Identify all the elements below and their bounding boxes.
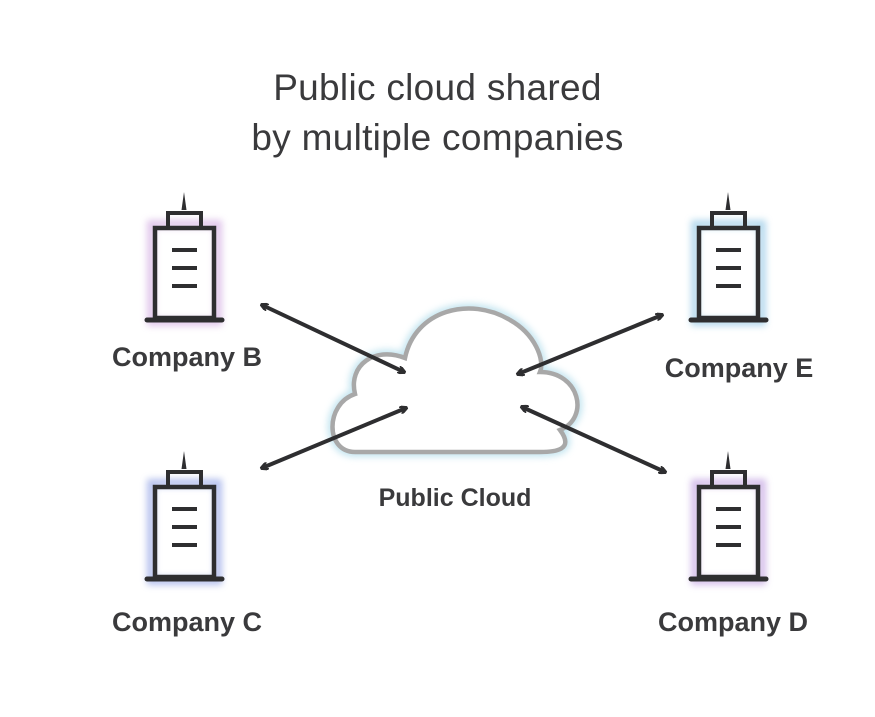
diagram-title-line-1: Public cloud shared [273, 67, 602, 108]
arrow-company-d [522, 407, 665, 472]
company-d-building-icon [691, 451, 766, 585]
diagram-title-line-2: by multiple companies [251, 117, 624, 158]
company-b-label: Company B [112, 342, 262, 372]
arrow-company-c [262, 408, 406, 468]
company-e-label: Company E [665, 353, 814, 383]
arrow-company-e [518, 315, 662, 374]
company-d-label: Company D [658, 607, 808, 637]
cloud-label: Public Cloud [379, 484, 532, 512]
company-c-label: Company C [112, 607, 262, 637]
arrow-company-b [262, 305, 404, 372]
cloud-icon [327, 303, 583, 457]
company-e-building-icon [691, 192, 766, 326]
company-b-building-icon [147, 192, 222, 326]
company-c-building-icon [147, 451, 222, 585]
